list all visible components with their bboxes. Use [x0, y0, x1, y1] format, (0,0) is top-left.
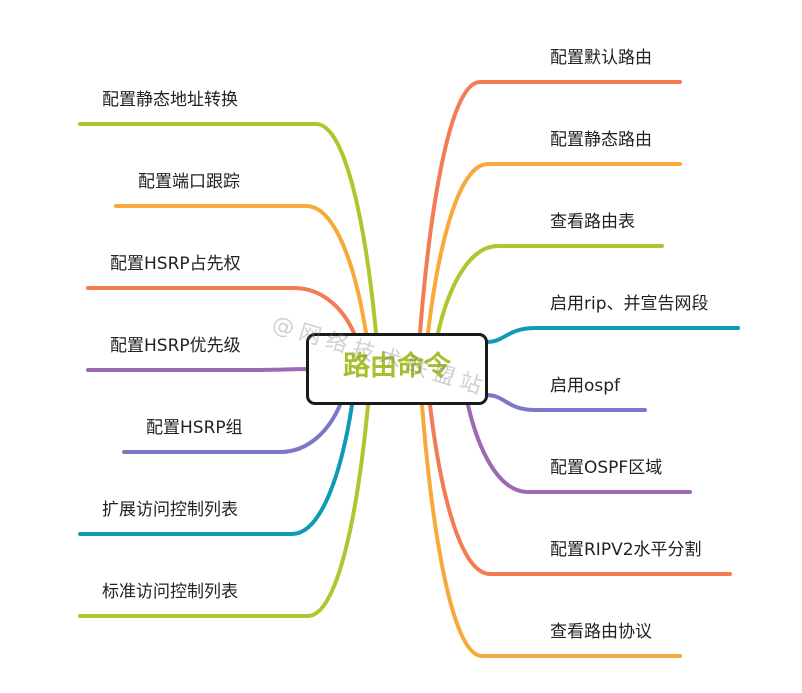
- branch-line-right-1: [426, 162, 682, 335]
- branch-label-right-3[interactable]: 启用rip、并宣告网段: [550, 294, 709, 314]
- branch-line-left-5: [78, 403, 354, 536]
- branch-line-right-4: [484, 393, 647, 412]
- center-node[interactable]: [306, 333, 488, 405]
- branch-label-left-3[interactable]: 配置HSRP优先级: [110, 336, 241, 356]
- branch-line-right-6: [428, 403, 732, 576]
- branch-line-right-3: [484, 326, 740, 344]
- branch-line-left-3: [86, 367, 310, 372]
- branch-label-left-0[interactable]: 配置静态地址转换: [102, 90, 238, 110]
- branch-line-right-2: [436, 244, 664, 335]
- branch-line-right-0: [418, 80, 682, 335]
- branch-label-left-5[interactable]: 扩展访问控制列表: [102, 500, 238, 520]
- branch-label-right-6[interactable]: 配置RIPV2水平分割: [550, 540, 702, 560]
- branch-line-left-1: [114, 204, 368, 335]
- branch-label-right-0[interactable]: 配置默认路由: [550, 48, 652, 68]
- branch-label-right-5[interactable]: 配置OSPF区域: [550, 458, 663, 478]
- branch-label-left-6[interactable]: 标准访问控制列表: [102, 582, 238, 602]
- branch-label-right-1[interactable]: 配置静态路由: [550, 130, 652, 150]
- branch-line-right-5: [466, 403, 692, 494]
- branch-line-left-4: [122, 403, 342, 454]
- branch-line-right-7: [420, 403, 682, 658]
- branch-line-left-0: [78, 122, 378, 335]
- branch-label-left-4[interactable]: 配置HSRP组: [146, 418, 243, 438]
- branch-line-left-2: [86, 286, 356, 335]
- branch-line-left-6: [78, 403, 370, 618]
- branch-label-left-2[interactable]: 配置HSRP占先权: [110, 254, 241, 274]
- center-node-title: 路由命令: [343, 351, 451, 382]
- branch-label-left-1[interactable]: 配置端口跟踪: [138, 172, 240, 192]
- branch-label-right-2[interactable]: 查看路由表: [550, 212, 635, 232]
- branch-label-right-4[interactable]: 启用ospf: [550, 376, 621, 396]
- branch-label-right-7[interactable]: 查看路由协议: [550, 622, 652, 642]
